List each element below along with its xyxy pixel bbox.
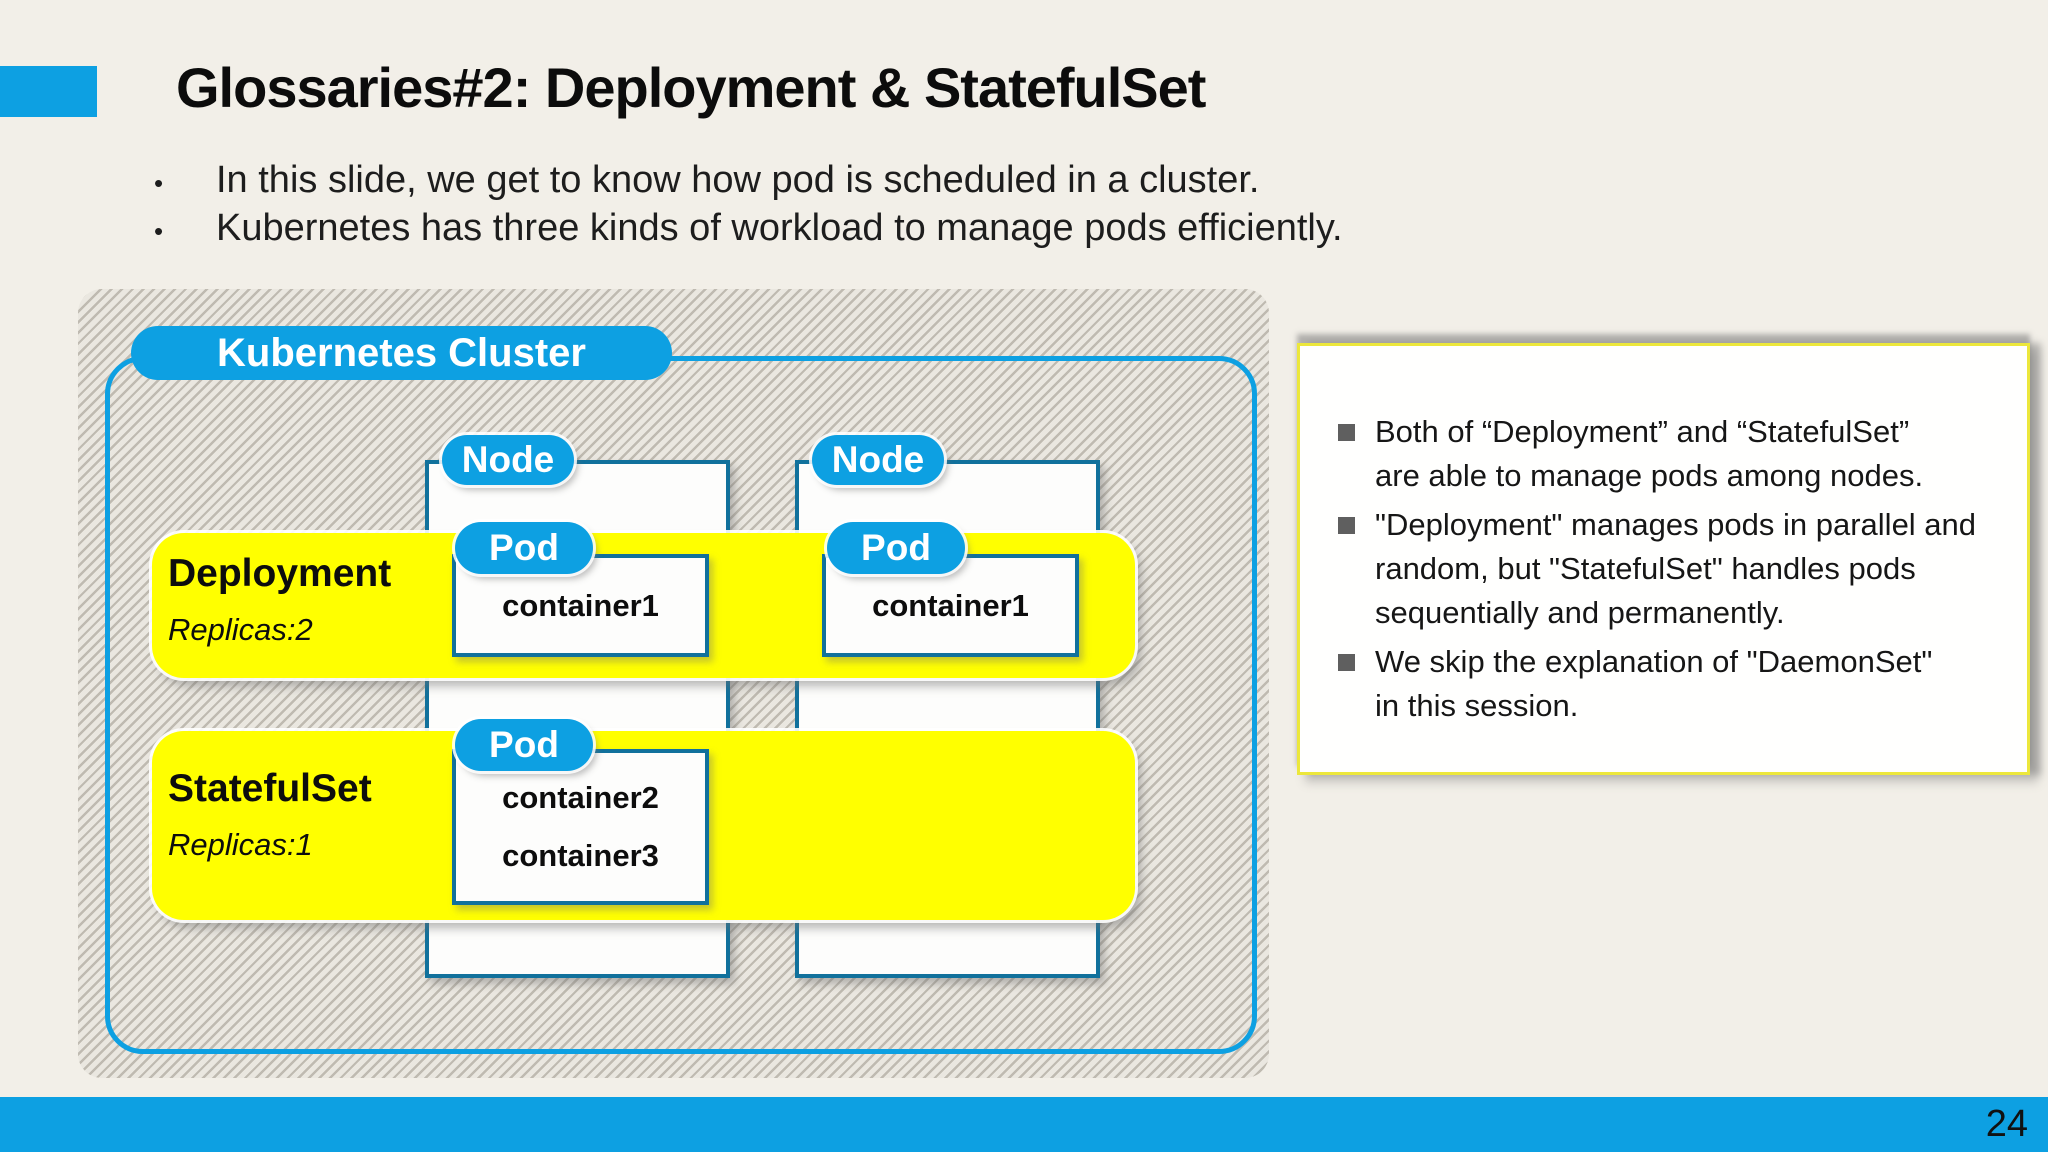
bottom-bar: 24 [0,1097,2048,1152]
square-bullet-icon [1338,424,1355,441]
note-text: We skip the explanation of "DaemonSet" i… [1375,640,1932,728]
node-label-pill: Node [812,435,944,485]
container-label: container3 [502,838,659,873]
cluster-border [105,356,1257,1054]
intro-bullet: • In this slide, we get to know how pod … [150,156,1343,204]
intro-bullet-text: In this slide, we get to know how pod is… [216,159,1260,201]
title-accent-bar [0,66,97,117]
workload-name: StatefulSet [168,767,372,810]
page-title: Glossaries#2: Deployment & StatefulSet [176,56,1206,119]
note-bullet: We skip the explanation of "DaemonSet" i… [1338,640,2009,728]
note-bullet: Both of “Deployment” and “StatefulSet” a… [1338,410,2009,498]
statefulset-label: StatefulSet Replicas:1 [168,766,372,865]
note-line: in this session. [1375,688,1579,723]
deployment-label: Deployment Replicas:2 [168,551,391,650]
bullet-dot-icon: • [154,168,164,198]
note-bullet: "Deployment" manages pods in parallel an… [1338,503,2009,635]
cluster-label-pill: Kubernetes Cluster [131,326,672,380]
note-text: "Deployment" manages pods in parallel an… [1375,503,1976,635]
note-line: We skip the explanation of "DaemonSet" [1375,644,1933,679]
bullet-dot-icon: • [154,216,164,246]
pod-label-pill: Pod [455,719,593,771]
note-line: random, but "StatefulSet" handles pods [1375,551,1916,586]
workload-name: Deployment [168,552,392,595]
container-label: container1 [502,587,659,623]
note-line: sequentially and permanently. [1375,595,1785,630]
pod-label-pill: Pod [827,522,965,574]
node-label-pill: Node [442,435,574,485]
pod-label-pill: Pod [455,522,593,574]
note-text: Both of “Deployment” and “StatefulSet” a… [1375,410,1923,498]
container-label: container1 [872,587,1029,623]
page-number: 24 [1985,1103,2028,1145]
intro-bullet: • Kubernetes has three kinds of workload… [150,204,1343,252]
note-line: "Deployment" manages pods in parallel an… [1375,507,1977,542]
container-box: container1 [452,554,709,657]
note-line: are able to manage pods among nodes. [1375,458,1924,493]
container-box: container2 container3 [452,749,709,905]
square-bullet-icon [1338,517,1355,534]
notes-panel: Both of “Deployment” and “StatefulSet” a… [1297,343,2030,775]
workload-replicas: Replicas:1 [168,827,313,862]
container-label: container2 [502,780,659,815]
square-bullet-icon [1338,654,1355,671]
intro-bullet-text: Kubernetes has three kinds of workload t… [216,207,1343,249]
workload-replicas: Replicas:2 [168,612,313,647]
note-line: Both of “Deployment” and “StatefulSet” [1375,414,1910,449]
intro-bullet-list: • In this slide, we get to know how pod … [150,156,1343,252]
